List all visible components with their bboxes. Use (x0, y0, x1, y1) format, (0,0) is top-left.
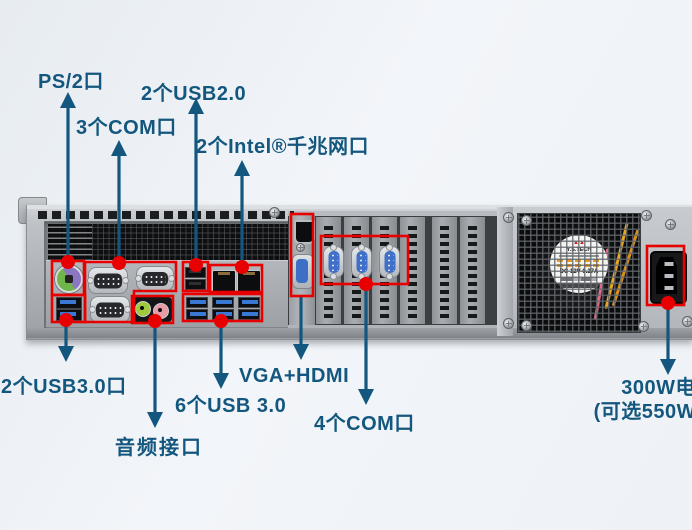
slot-bracket (400, 217, 425, 324)
arrow-down-icon (147, 412, 163, 428)
io-slat-vent (48, 224, 92, 261)
label-com4: 4个COM口 (314, 413, 415, 435)
screw-icon (638, 321, 649, 332)
com-port-card (351, 244, 372, 280)
line-out-jack (135, 301, 151, 317)
label-com3: 3个COM口 (76, 117, 177, 139)
arrow-down-icon (358, 389, 374, 405)
usb2-port (185, 267, 206, 278)
wire-mesh-overlay (518, 214, 640, 332)
com-port (89, 296, 131, 323)
screw-icon (503, 212, 514, 223)
arrow-down-icon (58, 346, 74, 362)
screw-icon (503, 318, 514, 329)
ethernet-port (237, 270, 261, 293)
label-lan: 2个Intel®千兆网口 (196, 136, 369, 158)
label-ps2: PS/2口 (38, 71, 104, 93)
arrow-down-icon (213, 373, 229, 389)
label-usb3-rear: 2个USB3.0口 (1, 376, 127, 398)
ac-power-inlet (650, 251, 687, 304)
label-power-line2: (可选550W (593, 401, 692, 423)
hdmi-port (294, 220, 315, 244)
usb3-port (56, 297, 82, 309)
label-power: 300W电 (可选550W (594, 376, 692, 424)
usb3-port (238, 297, 260, 308)
label-power-line1: 300W电 (621, 377, 692, 399)
screw-icon (665, 219, 676, 230)
arrow-up-icon (234, 160, 250, 176)
psu-divider-frame (497, 207, 513, 336)
screw-icon (521, 215, 532, 226)
usb3-port (238, 309, 260, 320)
chassis-top-rim (27, 205, 692, 209)
psu-fan-grille: ▲▲ Y.S.TECH DC 12V 0.27A (517, 213, 641, 333)
arrow-up-icon (111, 140, 127, 156)
io-mesh-vent (92, 224, 288, 261)
top-vent-slots (38, 211, 294, 219)
arrow-up-icon (60, 92, 76, 108)
screw-icon (521, 320, 532, 331)
label-vga-hdmi: VGA+HDMI (239, 365, 350, 387)
screw-icon (682, 316, 692, 327)
usb2-port (185, 279, 206, 290)
usb3-port (186, 309, 208, 320)
arrow-down-icon (293, 344, 309, 360)
usb3-port (212, 297, 234, 308)
vga-port (292, 254, 314, 289)
label-usb2: 2个USB2.0 (141, 83, 247, 105)
screw-icon (269, 207, 280, 218)
label-audio: 音频接口 (115, 437, 203, 459)
label-usb3-six: 6个USB 3.0 (175, 395, 287, 417)
com-port (135, 266, 175, 291)
chassis-bottom-lip (27, 328, 692, 338)
com-port (87, 267, 129, 294)
usb3-port (186, 297, 208, 308)
audio-jack-block (133, 297, 172, 322)
usb3-port (212, 309, 234, 320)
com-port-card (323, 244, 344, 280)
slot-bracket (460, 217, 485, 324)
arrow-down-icon (660, 359, 676, 375)
usb3-port (56, 309, 82, 321)
screw-icon (296, 243, 305, 252)
ps2-port (55, 265, 83, 293)
ethernet-port (212, 270, 236, 293)
screw-icon (641, 210, 652, 221)
slot-bracket (432, 217, 457, 324)
mic-in-jack (153, 303, 169, 319)
com-port-card (379, 244, 400, 280)
